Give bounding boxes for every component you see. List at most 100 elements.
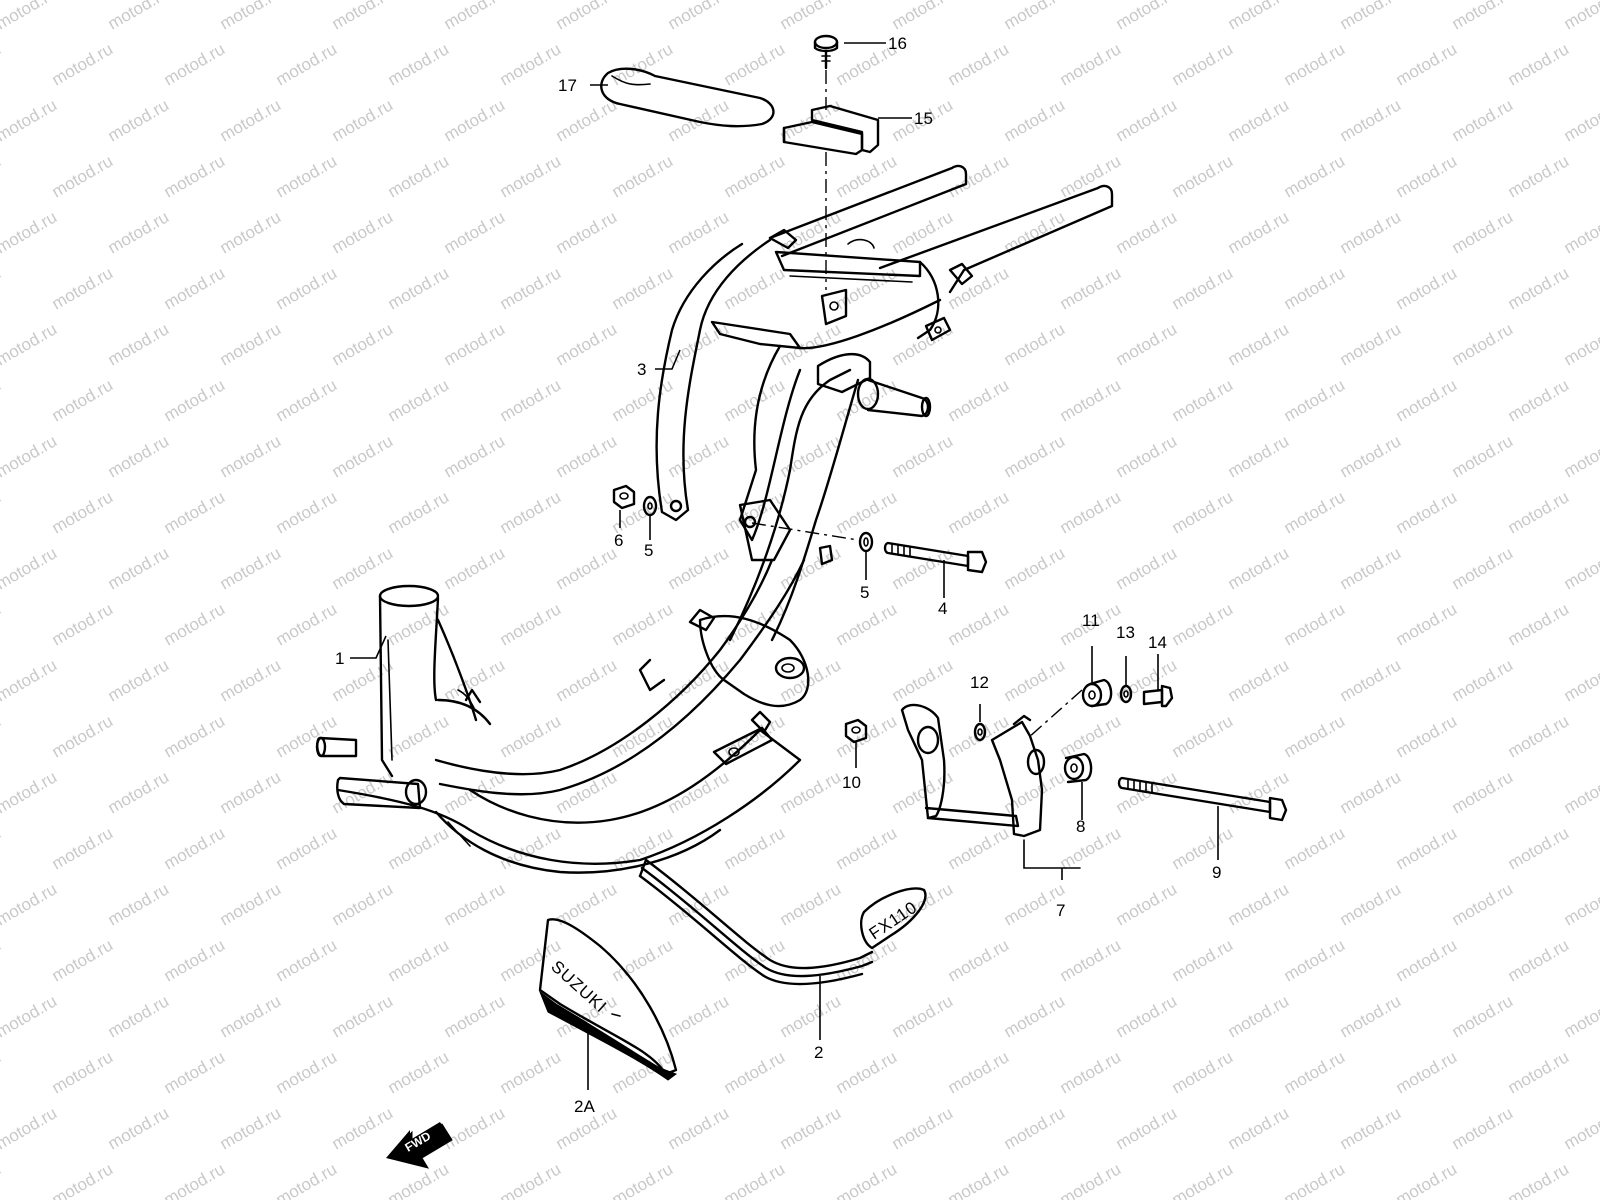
watermark-text: motod.ru [833,599,901,649]
watermark-text: motod.ru [721,1047,789,1097]
watermark-text: motod.ru [385,1047,453,1097]
watermark-text: motod.ru [1001,991,1069,1041]
watermark-text: motod.ru [1281,935,1349,985]
watermark-text: motod.ru [1393,487,1461,537]
watermark-text: motod.ru [609,487,677,537]
watermark-text: motod.ru [105,0,173,33]
watermark-text: motod.ru [0,655,60,705]
watermark-text: motod.ru [329,207,397,257]
watermark-text: motod.ru [0,375,4,425]
watermark-text: motod.ru [161,1047,229,1097]
watermark-text: motod.ru [553,543,621,593]
watermark-text: motod.ru [105,543,173,593]
watermark-text: motod.ru [1113,0,1181,33]
watermark-text: motod.ru [441,1103,509,1153]
watermark-text: motod.ru [721,151,789,201]
watermark-text: motod.ru [1169,823,1237,873]
watermark-text: motod.ru [105,207,173,257]
part-5-washer-left[interactable] [642,495,658,517]
watermark-text: motod.ru [273,823,341,873]
watermark-text: motod.ru [105,1103,173,1153]
watermark-text: motod.ru [0,431,60,481]
callout-7: 7 [1056,901,1065,920]
watermark-text: motod.ru [105,655,173,705]
part-16-screw[interactable] [813,34,839,70]
watermark-text: motod.ru [833,375,901,425]
callout-2a: 2A [574,1097,595,1116]
watermark-text: motod.ru [385,375,453,425]
part-15-holder[interactable] [782,104,880,156]
part-6-nut[interactable] [612,484,636,510]
watermark-text: motod.ru [1169,151,1237,201]
callout-4: 4 [938,599,947,618]
watermark-text: motod.ru [553,0,621,33]
watermark-text: motod.ru [1505,375,1573,425]
part-5-washer-right[interactable] [858,531,874,553]
watermark-text: motod.ru [1337,0,1405,33]
watermark-text: motod.ru [1113,95,1181,145]
watermark-text: motod.ru [49,375,117,425]
callout-3: 3 [637,360,646,379]
watermark-text: motod.ru [1169,487,1237,537]
watermark-text: motod.ru [1281,487,1349,537]
part-3-rear-frame[interactable] [655,164,1114,542]
watermark-text: motod.ru [1505,711,1573,761]
watermark-text: motod.ru [0,711,4,761]
watermark-text: motod.ru [161,599,229,649]
watermark-text: motod.ru [889,207,957,257]
watermark-text: motod.ru [1449,991,1517,1041]
watermark-text: motod.ru [0,95,60,145]
watermark-text: motod.ru [497,151,565,201]
watermark-text: motod.ru [385,711,453,761]
part-7-bracket[interactable] [900,703,1081,869]
watermark-text: motod.ru [329,991,397,1041]
callout-5-right: 5 [860,583,869,602]
watermark-text: motod.ru [441,991,509,1041]
watermark-text: motod.ru [329,0,397,33]
watermark-text: motod.ru [553,207,621,257]
callout-5-left: 5 [644,541,653,560]
part-1-main-frame[interactable] [315,353,932,874]
callout-2: 2 [814,1043,823,1062]
part-10-nut[interactable] [844,718,868,744]
watermark-text: motod.ru [833,151,901,201]
watermark-text: motod.ru [833,823,901,873]
watermark-text: motod.ru [161,151,229,201]
watermark-text: motod.ru [1561,431,1600,481]
watermark-text: motod.ru [665,431,733,481]
part-9-bolt[interactable] [1117,776,1288,822]
watermark-text: motod.ru [441,95,509,145]
watermark-text: motod.ru [721,39,789,89]
watermark-text: motod.ru [553,767,621,817]
watermark-text: motod.ru [1505,263,1573,313]
watermark-text: motod.ru [273,1159,341,1200]
watermark-text: motod.ru [1281,151,1349,201]
part-17-pad[interactable] [600,67,775,128]
watermark-text: motod.ru [273,375,341,425]
watermark-text: motod.ru [1057,375,1125,425]
watermark-text: motod.ru [665,767,733,817]
watermark-text: motod.ru [1393,263,1461,313]
watermark-text: motod.ru [1113,991,1181,1041]
watermark-text: motod.ru [1057,1047,1125,1097]
watermark-text: motod.ru [217,879,285,929]
watermark-text: motod.ru [0,599,4,649]
watermark-text: motod.ru [1505,1159,1573,1200]
watermark-text: motod.ru [497,1047,565,1097]
watermark-text: motod.ru [49,823,117,873]
part-14-bolt[interactable] [1142,684,1174,708]
watermark-text: motod.ru [1057,263,1125,313]
watermark-text: motod.ru [497,711,565,761]
watermark-text: motod.ru [1337,319,1405,369]
part-8-collar[interactable] [1063,752,1093,784]
watermark-text: motod.ru [1001,0,1069,33]
watermark-text: motod.ru [609,599,677,649]
part-4-bolt[interactable] [883,541,988,574]
callout-10: 10 [842,773,861,792]
watermark-text: motod.ru [777,431,845,481]
part-12-washer[interactable] [973,722,987,742]
watermark-text: motod.ru [1393,823,1461,873]
watermark-text: motod.ru [329,879,397,929]
part-11-spacer[interactable] [1081,678,1113,708]
callout-16: 16 [888,34,907,53]
